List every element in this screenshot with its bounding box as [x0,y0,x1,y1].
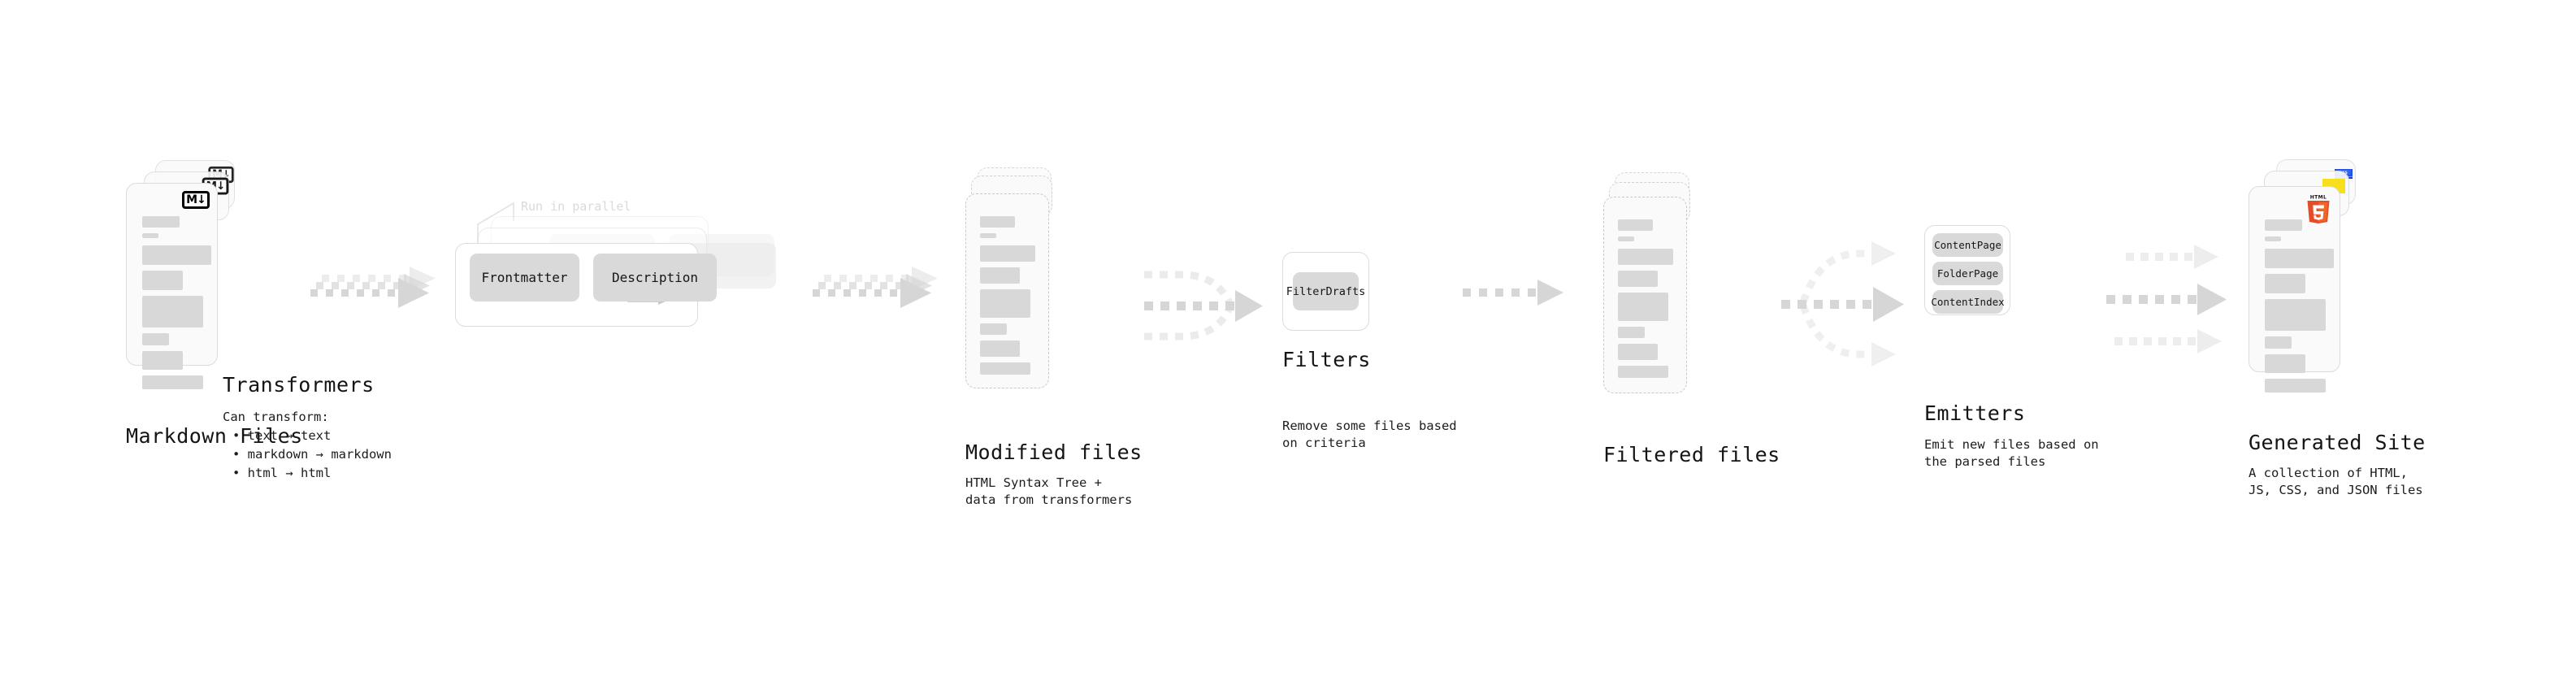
run-in-parallel-label: Run in parallel [521,199,631,214]
modified-files-desc: HTML Syntax Tree + data from transformer… [965,475,1133,507]
site-card-skeleton [2265,219,2334,398]
generated-site-title: Generated Site [2249,431,2426,454]
filtered-card-skeleton [1618,219,1673,384]
filters-title: Filters [1282,348,1371,371]
transformers-bullet-0: • text → text [232,428,332,443]
emitter-chip-contentpage[interactable]: ContentPage [1932,233,2003,257]
transformers-bullet-1: • markdown → markdown [232,447,392,462]
connector-md-to-transformers [310,267,436,308]
modified-card-front [965,193,1049,388]
transformers-title: Transformers [223,373,375,397]
emitter-chip-folderpage[interactable]: FolderPage [1932,262,2003,285]
connector-emitters-to-site [2106,245,2227,354]
site-card-front: HTML [2249,186,2340,393]
svg-text:HTML: HTML [2310,195,2327,201]
emitters-desc: Emit new files based on the parsed files [1924,437,2099,469]
connector-transformers-to-modified [813,267,938,308]
emitter-chip-contentindex[interactable]: ContentIndex [1931,290,2005,314]
transformer-chip-frontmatter[interactable]: Frontmatter [470,254,579,301]
filter-chip-filterdrafts[interactable]: FilterDrafts [1286,272,1365,310]
markdown-badge: M↓ [182,191,210,209]
transformers-bullet-2: • html → html [232,466,332,480]
emitters-title: Emitters [1924,401,2026,425]
markdown-card-skeleton [142,216,211,395]
filtered-files-title: Filtered files [1603,443,1780,466]
transformer-chip-description[interactable]: Description [593,254,717,301]
html5-icon: HTML [2307,195,2330,223]
modified-card-skeleton [980,216,1035,380]
markdown-files-title: Markdown Files [126,424,303,448]
connector-modified-to-filters [1144,271,1263,340]
filtered-card-front [1603,197,1687,393]
generated-site-desc: A collection of HTML, JS, CSS, and JSON … [2249,466,2423,497]
connector-filtered-to-emitters [1781,241,1904,367]
connector-filters-to-filtered [1463,280,1563,306]
filters-desc: Remove some files based on criteria [1282,419,1457,450]
transformers-desc: Can transform: [223,410,329,424]
markdown-card-front: M↓ [126,183,218,389]
modified-files-title: Modified files [965,440,1143,464]
